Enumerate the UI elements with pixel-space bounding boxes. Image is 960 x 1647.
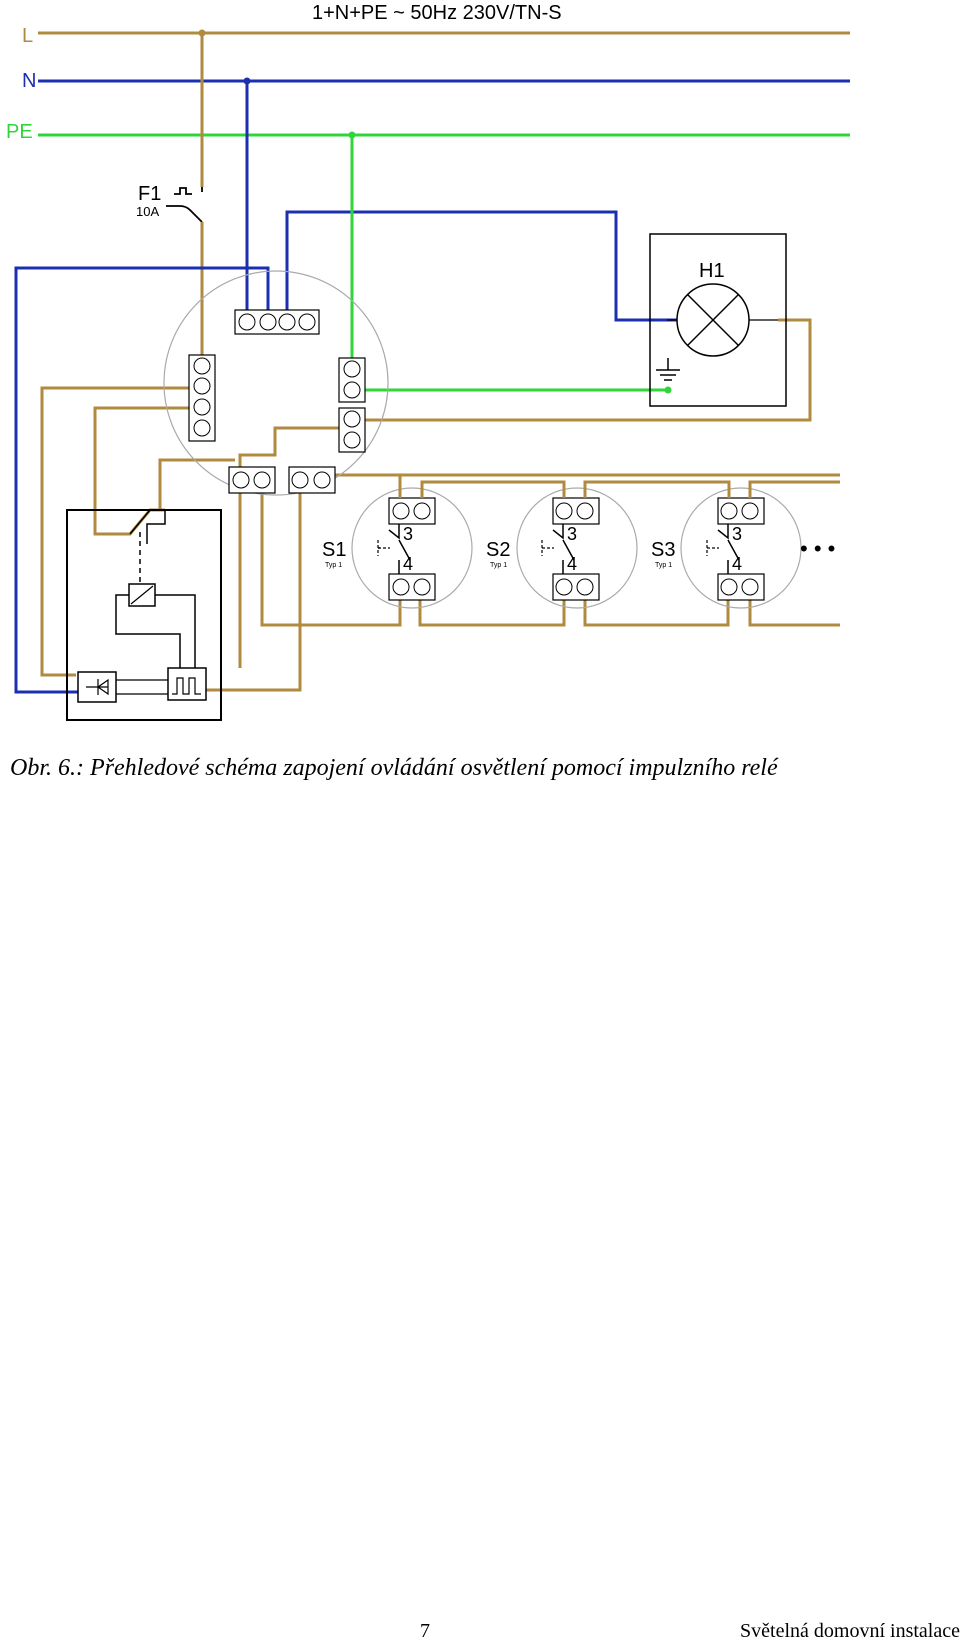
s2-terminal-top: 3 xyxy=(567,524,577,544)
fuse-f1 xyxy=(166,33,204,223)
s3-name: S3 xyxy=(651,539,675,561)
fuse-name: F1 xyxy=(138,183,161,205)
s3-terminal-bottom: 4 xyxy=(732,554,742,574)
bus-lines xyxy=(38,31,850,137)
supply-label: 1+N+PE ~ 50Hz 230V/TN-S xyxy=(312,2,562,24)
continuation-dots: • • • xyxy=(800,536,835,561)
s1-terminal-top: 3 xyxy=(403,524,413,544)
l-bus-label: L xyxy=(22,25,33,47)
s1-name: S1 xyxy=(322,539,346,561)
switch-s2 xyxy=(516,487,638,609)
ground-icon xyxy=(656,358,680,381)
impulse-relay xyxy=(66,509,222,721)
s1-type: Typ 1 xyxy=(325,562,342,569)
n-bus-label: N xyxy=(22,70,36,92)
neutral-wires xyxy=(14,81,677,694)
switch-s1 xyxy=(351,487,473,609)
switch-s3 xyxy=(680,487,802,609)
s2-type: Typ 1 xyxy=(490,562,507,569)
s3-type: Typ 1 xyxy=(655,562,672,569)
lamp-name: H1 xyxy=(699,260,725,282)
figure-caption: Obr. 6.: Přehledové schéma zapojení ovlá… xyxy=(10,755,778,781)
page-number: 7 xyxy=(420,1620,430,1642)
wiring-diagram: 1+N+PE ~ 50Hz 230V/TN-S L N PE F1 10A xyxy=(6,2,850,721)
s2-name: S2 xyxy=(486,539,510,561)
s1-terminal-bottom: 4 xyxy=(403,554,413,574)
fuse-rating: 10A xyxy=(136,204,159,219)
s3-terminal-top: 3 xyxy=(732,524,742,544)
lamp-h1 xyxy=(649,233,787,407)
s2-terminal-bottom: 4 xyxy=(567,554,577,574)
footer-title: Světelná domovní instalace xyxy=(740,1620,960,1642)
pe-bus-label: PE xyxy=(6,121,33,143)
junction-box xyxy=(163,270,389,496)
